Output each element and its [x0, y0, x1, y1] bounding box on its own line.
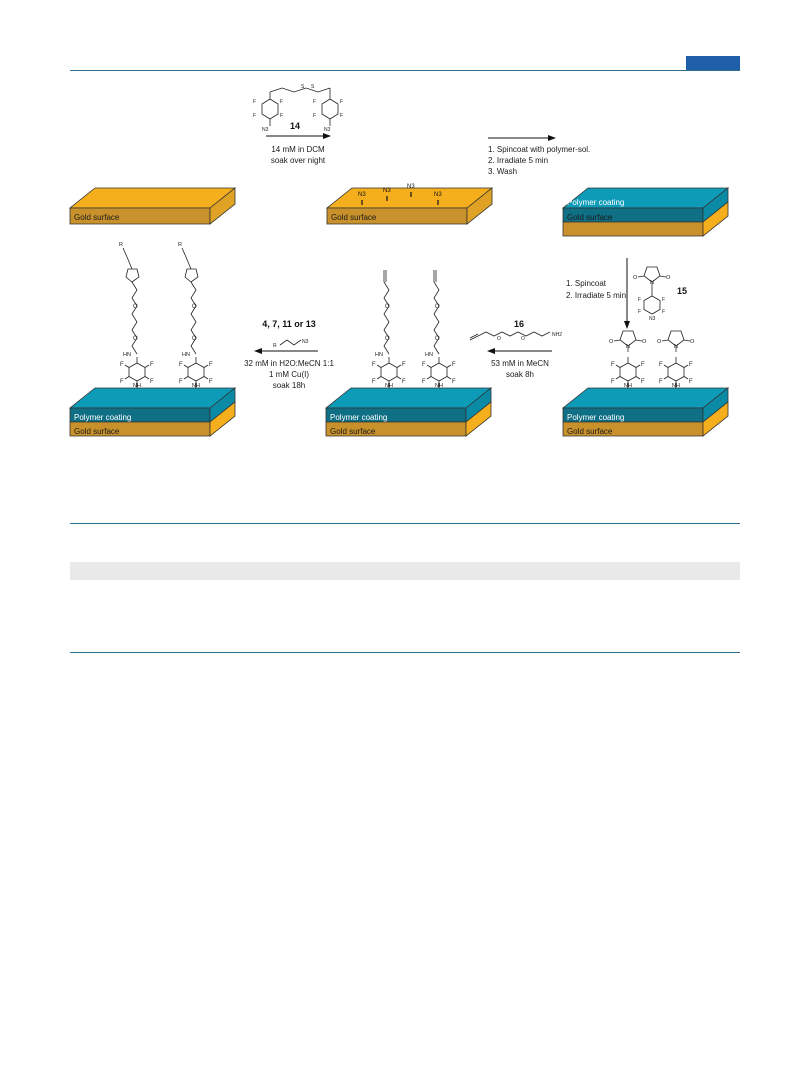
svg-text:R: R: [273, 343, 277, 349]
azide-reagent-structure: R N3: [273, 339, 309, 349]
header-accent-tab: [686, 56, 740, 70]
svg-text:F: F: [253, 113, 256, 119]
reaction-scheme: F F F F NH O O O O N Gold surface: [69, 84, 729, 437]
azide-label-2: N3: [383, 188, 391, 194]
top-rule: [70, 70, 740, 71]
step2-conditions-line1: 1. Spincoat with polymer-sol.: [488, 145, 590, 154]
svg-text:F: F: [253, 99, 256, 105]
step3-conditions-line1: 1. Spincoat: [566, 279, 607, 288]
svg-text:R: R: [178, 242, 182, 248]
azide-label-4: N3: [434, 192, 442, 198]
svg-text:F: F: [662, 297, 665, 303]
svg-text:F: F: [340, 113, 343, 119]
svg-text:O: O: [497, 336, 501, 342]
svg-text:O: O: [521, 336, 525, 342]
compound-16-structure: O O NH2: [469, 331, 562, 342]
polymer-slab-nhs: Polymer coating Gold surface: [562, 387, 729, 437]
caption-bottom-rule: [70, 652, 740, 653]
polymer-coating-label-3: Polymer coating: [567, 198, 624, 207]
svg-text:HN: HN: [123, 352, 131, 358]
azide-label-3: N3: [407, 184, 415, 190]
step5-conditions-line1: 32 mM in H2O:MeCN 1:1: [244, 359, 334, 368]
alkyne-tether-1: HN: [371, 270, 407, 390]
gold-surface-label-alkyne: Gold surface: [330, 427, 376, 436]
svg-text:N3: N3: [262, 127, 269, 133]
svg-text:HN: HN: [425, 352, 433, 358]
svg-text:F: F: [280, 113, 283, 119]
step4-conditions-line1: 53 mM in MeCN: [491, 359, 549, 368]
step1-conditions-line1: 14 mM in DCM: [271, 145, 325, 154]
svg-text:F: F: [340, 99, 343, 105]
svg-text:NH2: NH2: [552, 332, 562, 338]
polymer-slab-triazole: Polymer coating Gold surface: [69, 387, 236, 437]
azide-groups: [361, 192, 439, 205]
svg-text:F: F: [662, 309, 665, 315]
svg-text:N3: N3: [324, 127, 331, 133]
svg-text:S: S: [311, 84, 315, 90]
svg-text:N3: N3: [649, 316, 656, 322]
compound-15-label: 15: [677, 286, 687, 296]
gold-slab-1: Gold surface: [69, 187, 236, 225]
step5-conditions-line3: soak 18h: [273, 381, 305, 390]
step2-conditions-line3: 3. Wash: [488, 167, 517, 176]
polymer-coating-label-alkyne: Polymer coating: [330, 413, 387, 422]
svg-text:HN: HN: [375, 352, 383, 358]
svg-text:F: F: [280, 99, 283, 105]
svg-text:R: R: [119, 242, 123, 248]
compound-set-label: 4, 7, 11 or 13: [262, 319, 316, 329]
svg-text:F: F: [313, 99, 316, 105]
gold-surface-label-triazole: Gold surface: [74, 427, 120, 436]
polymer-slab-3: Polymer coating Gold surface: [562, 187, 729, 237]
compound-14-label: 14: [290, 121, 300, 131]
step2-conditions-line2: 2. Irradiate 5 min: [488, 156, 548, 165]
svg-text:F: F: [638, 309, 641, 315]
step1-conditions-line2: soak over night: [271, 156, 326, 165]
nhs-tether-2: [656, 330, 696, 390]
azide-label-1: N3: [358, 192, 366, 198]
caption-top-rule: [70, 523, 740, 524]
svg-text:F: F: [638, 297, 641, 303]
svg-text:S: S: [301, 84, 305, 90]
compound-16-label: 16: [514, 319, 524, 329]
triazole-tether-2: HN R: [178, 242, 214, 390]
gold-surface-label-nhs: Gold surface: [567, 427, 613, 436]
svg-text:HN: HN: [182, 352, 190, 358]
gold-surface-label-1: Gold surface: [74, 213, 120, 222]
step3-conditions-line2: 2. Irradiate 5 min: [566, 291, 626, 300]
alkyne-tether-2: HN: [421, 270, 457, 390]
triazole-tether-1: HN R: [119, 242, 155, 390]
compound-15-structure: N3 F F F F: [632, 266, 672, 322]
gold-surface-label-3: Gold surface: [567, 213, 613, 222]
svg-text:F: F: [313, 113, 316, 119]
polymer-slab-alkyne: Polymer coating Gold surface: [325, 387, 492, 437]
polymer-coating-label-nhs: Polymer coating: [567, 413, 624, 422]
gold-slab-2: Gold surface N3 N3 N3 N3: [326, 184, 493, 225]
polymer-coating-label-triazole: Polymer coating: [74, 413, 131, 422]
step4-conditions-line2: soak 8h: [506, 370, 534, 379]
compound-14-structure: N3 S S N3 F F F F F F F F: [253, 84, 343, 133]
step5-conditions-line2: 1 mM Cu(I): [269, 370, 309, 379]
gold-surface-label-2: Gold surface: [331, 213, 377, 222]
table-header-band: [70, 562, 740, 580]
nhs-tether-1: [608, 330, 648, 390]
svg-text:N3: N3: [302, 339, 309, 345]
